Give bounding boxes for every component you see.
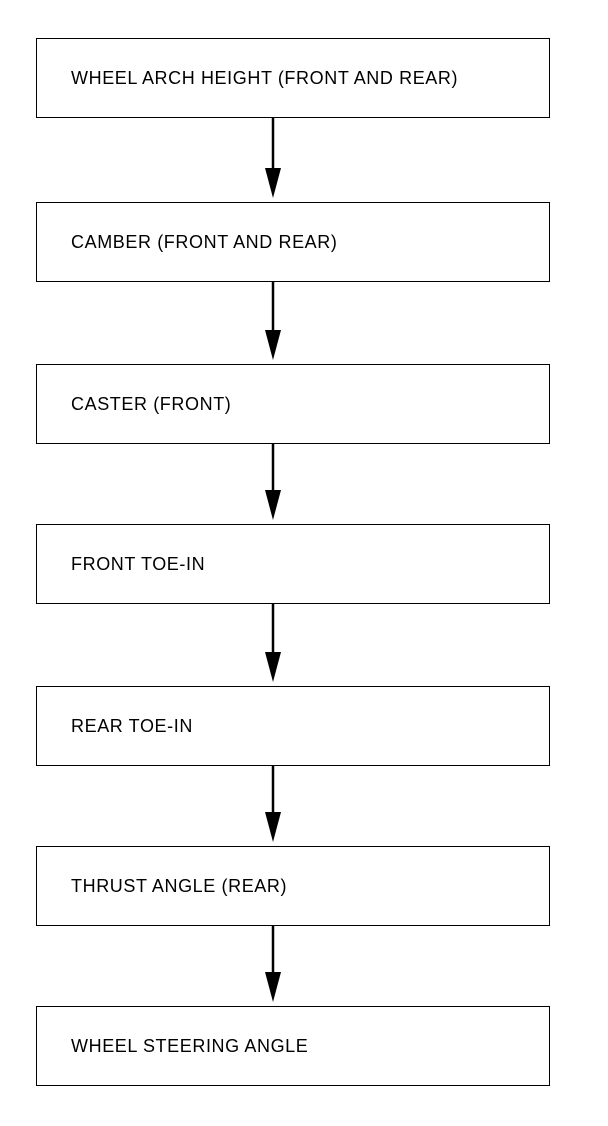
step-label: WHEEL ARCH HEIGHT (FRONT AND REAR)	[71, 68, 459, 88]
arrow-5-to-6	[265, 766, 281, 842]
step-label: THRUST ANGLE (REAR)	[71, 876, 288, 896]
arrow-4-to-5	[265, 604, 281, 682]
step-box-front-toe-in: FRONT TOE-IN	[36, 524, 550, 604]
arrow-1-to-2	[265, 118, 281, 198]
arrow-2-to-3	[265, 282, 281, 360]
step-label: CAMBER (FRONT AND REAR)	[71, 232, 338, 252]
step-label: REAR TOE-IN	[71, 716, 193, 736]
arrow-6-to-7	[265, 926, 281, 1002]
step-box-rear-toe-in: REAR TOE-IN	[36, 686, 550, 766]
arrow-3-to-4	[265, 444, 281, 520]
step-label: CASTER (FRONT)	[71, 394, 232, 414]
step-box-wheel-steering-angle: WHEEL STEERING ANGLE	[36, 1006, 550, 1086]
step-label: FRONT TOE-IN	[71, 554, 206, 574]
step-box-caster: CASTER (FRONT)	[36, 364, 550, 444]
step-box-wheel-arch-height: WHEEL ARCH HEIGHT (FRONT AND REAR)	[36, 38, 550, 118]
step-box-thrust-angle: THRUST ANGLE (REAR)	[36, 846, 550, 926]
step-label: WHEEL STEERING ANGLE	[71, 1036, 309, 1056]
step-box-camber: CAMBER (FRONT AND REAR)	[36, 202, 550, 282]
